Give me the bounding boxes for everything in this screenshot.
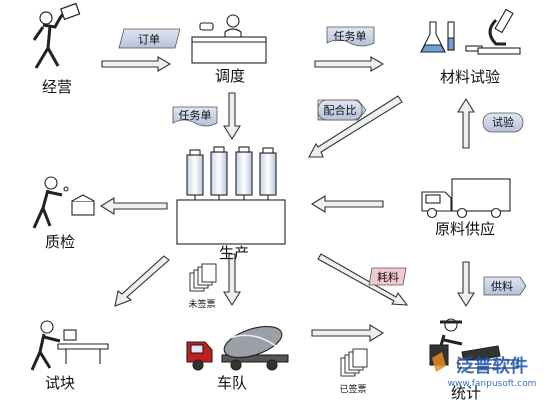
- flow-arrows: [99, 56, 475, 342]
- arrow-supply-to-statistics: [457, 261, 475, 308]
- tag-consumption: 耗料: [368, 267, 407, 286]
- node-materials-test-label: 材料试验: [440, 68, 500, 86]
- brand-logo-icon: [432, 352, 446, 372]
- tag-mix-ratio-label: 配合比: [324, 103, 357, 117]
- node-quality-check-label: 质检: [45, 233, 75, 251]
- tag-order-label: 订单: [138, 33, 160, 46]
- node-raw-supply-label: 原料供应: [435, 220, 495, 238]
- supply-truck-icon: [421, 178, 511, 219]
- arrow-supply-to-production: [310, 195, 384, 213]
- mixer-truck-icon: [186, 325, 289, 371]
- arrow-test-to-materials: [457, 97, 475, 149]
- tag-mix-ratio: 配合比: [317, 99, 367, 121]
- node-statistics-label: 统计: [451, 384, 481, 402]
- signed-tickets-icon: [340, 348, 368, 377]
- production-plant-icon: [176, 146, 286, 245]
- arrow-dispatch-to-production: [223, 92, 241, 141]
- arrow-operations-to-dispatch: [101, 56, 172, 72]
- brand-name: 泛普软件: [456, 355, 528, 377]
- node-vehicles-label: 车队: [217, 374, 247, 392]
- arrow-production-to-testblock: [114, 255, 170, 307]
- brand-watermark: 泛普软件 www.fanpusoft.com: [432, 352, 536, 389]
- arrow-production-to-quality: [99, 197, 168, 215]
- quality-inspector-icon: [32, 176, 95, 229]
- lab-equipment-icon: [420, 8, 521, 55]
- dispatch-desk-icon: [191, 14, 267, 64]
- arrow-production-to-vehicles: [223, 253, 241, 307]
- tag-consumption-label: 耗料: [377, 270, 399, 284]
- doc-unsigned-label: 未签票: [188, 298, 215, 310]
- arrow-materials-to-production: [308, 95, 403, 158]
- test-block-icon: [30, 320, 109, 371]
- unsigned-tickets-icon: [189, 263, 217, 292]
- arrow-production-to-statistics: [317, 253, 409, 306]
- doc-signed-label: 已签票: [339, 383, 366, 395]
- tag-test: 试验: [482, 112, 524, 133]
- node-production-label: 生产: [219, 244, 249, 262]
- tag-order: 订单: [118, 28, 181, 49]
- tag-supply: 供料: [483, 276, 527, 296]
- brand-url: www.fanpusoft.com: [448, 379, 537, 389]
- arrow-vehicles-to-statistics: [311, 324, 385, 342]
- tag-task-sheet-left-label: 任务单: [179, 109, 212, 122]
- node-dispatch-label: 调度: [215, 67, 245, 85]
- node-test-block-label: 试块: [45, 374, 75, 392]
- tag-task-sheet-top-label: 任务单: [334, 30, 367, 43]
- node-operations-label: 经营: [42, 78, 72, 96]
- tag-task-sheet-left: 任务单: [172, 106, 218, 127]
- tag-task-sheet-top: 任务单: [326, 26, 375, 47]
- tag-supply-label: 供料: [491, 279, 513, 293]
- operations-figure-icon: [32, 2, 81, 69]
- tag-test-label: 试验: [492, 115, 514, 129]
- arrow-dispatch-to-materials: [314, 56, 385, 72]
